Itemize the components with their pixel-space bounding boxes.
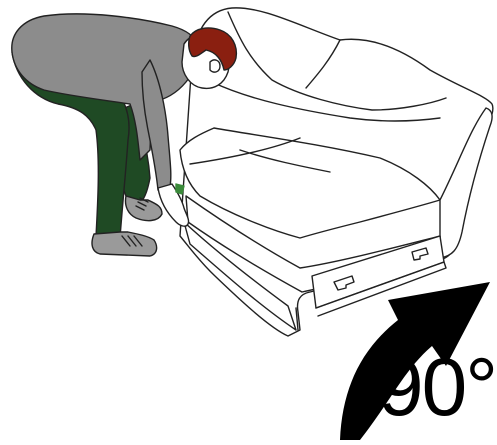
sofa-tag — [176, 184, 184, 194]
rotation-angle-label: 90° — [378, 338, 497, 438]
person-ear — [210, 60, 220, 72]
shoe-front — [92, 232, 157, 256]
